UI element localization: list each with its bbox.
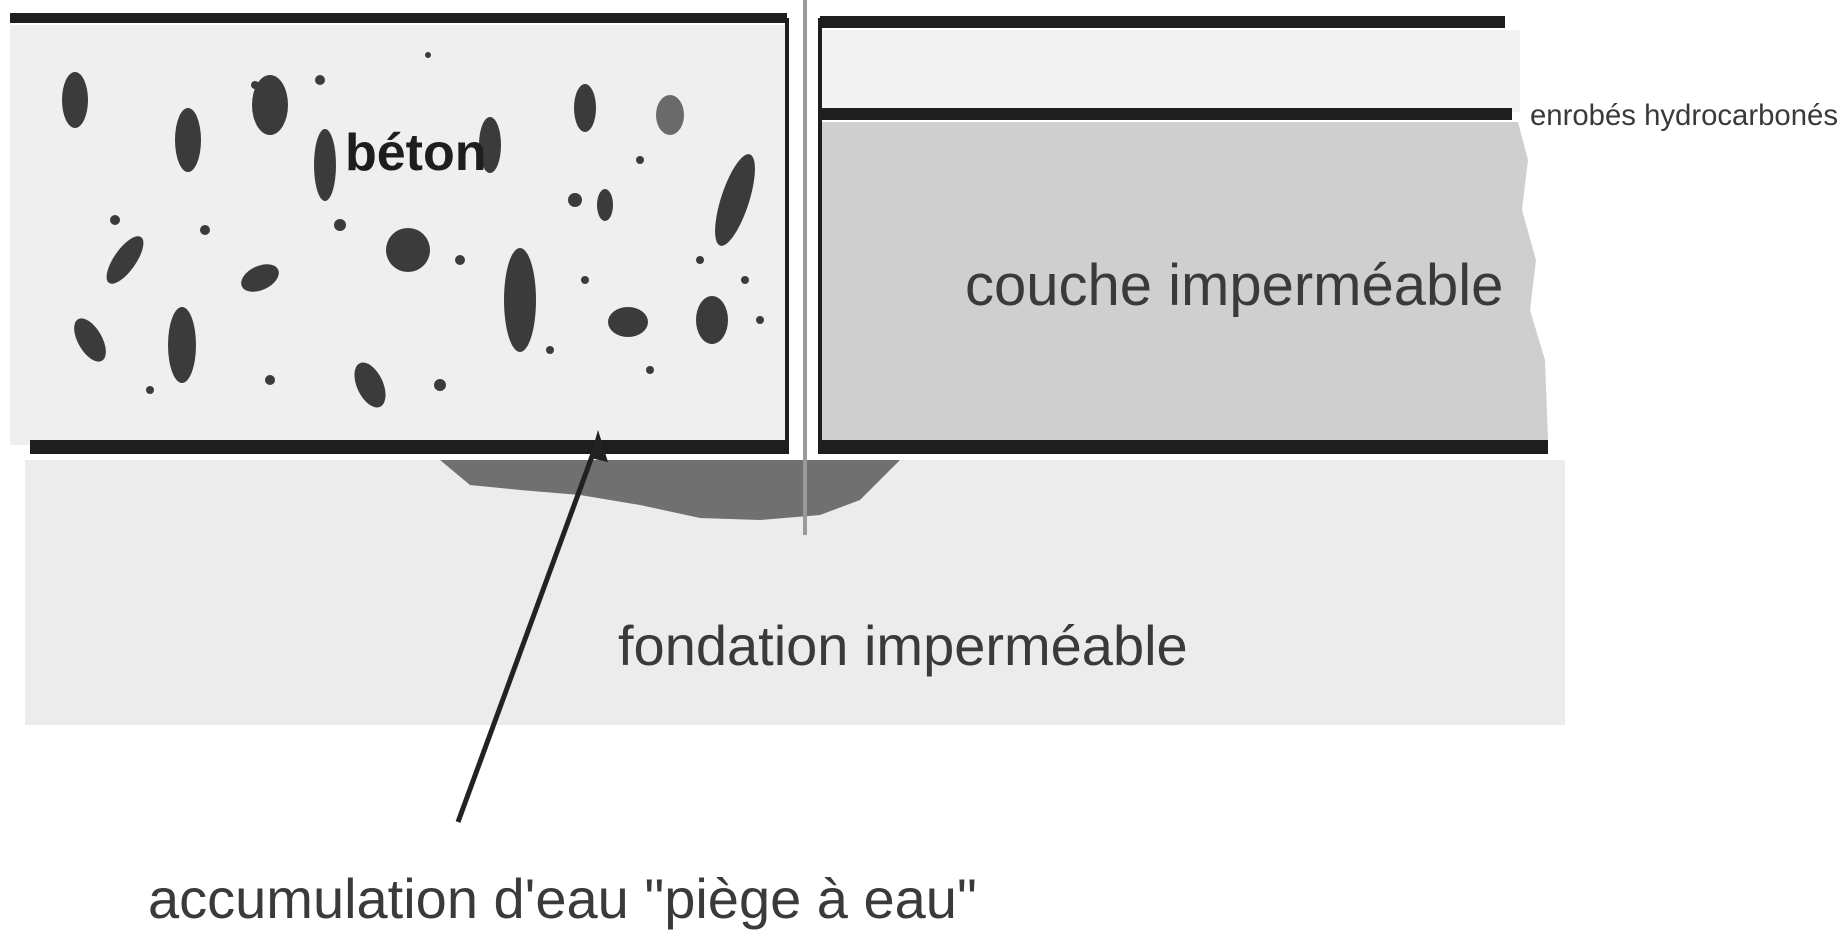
label-impermeable-layer: couche imperméable (965, 253, 1503, 318)
water-accumulation (440, 460, 900, 520)
impermeable-layer (822, 122, 1548, 440)
label-water-trap: accumulation d'eau "piège à eau" (148, 867, 977, 930)
label-asphalt: enrobés hydrocarbonés (1530, 99, 1838, 132)
concrete-aggregates (62, 52, 764, 408)
label-impermeable-foundation: fondation imperméable (618, 614, 1188, 677)
arrow-head (590, 430, 608, 462)
label-concrete: béton (345, 124, 487, 182)
water-trap-arrow (455, 439, 601, 823)
asphalt-layer (820, 30, 1520, 112)
